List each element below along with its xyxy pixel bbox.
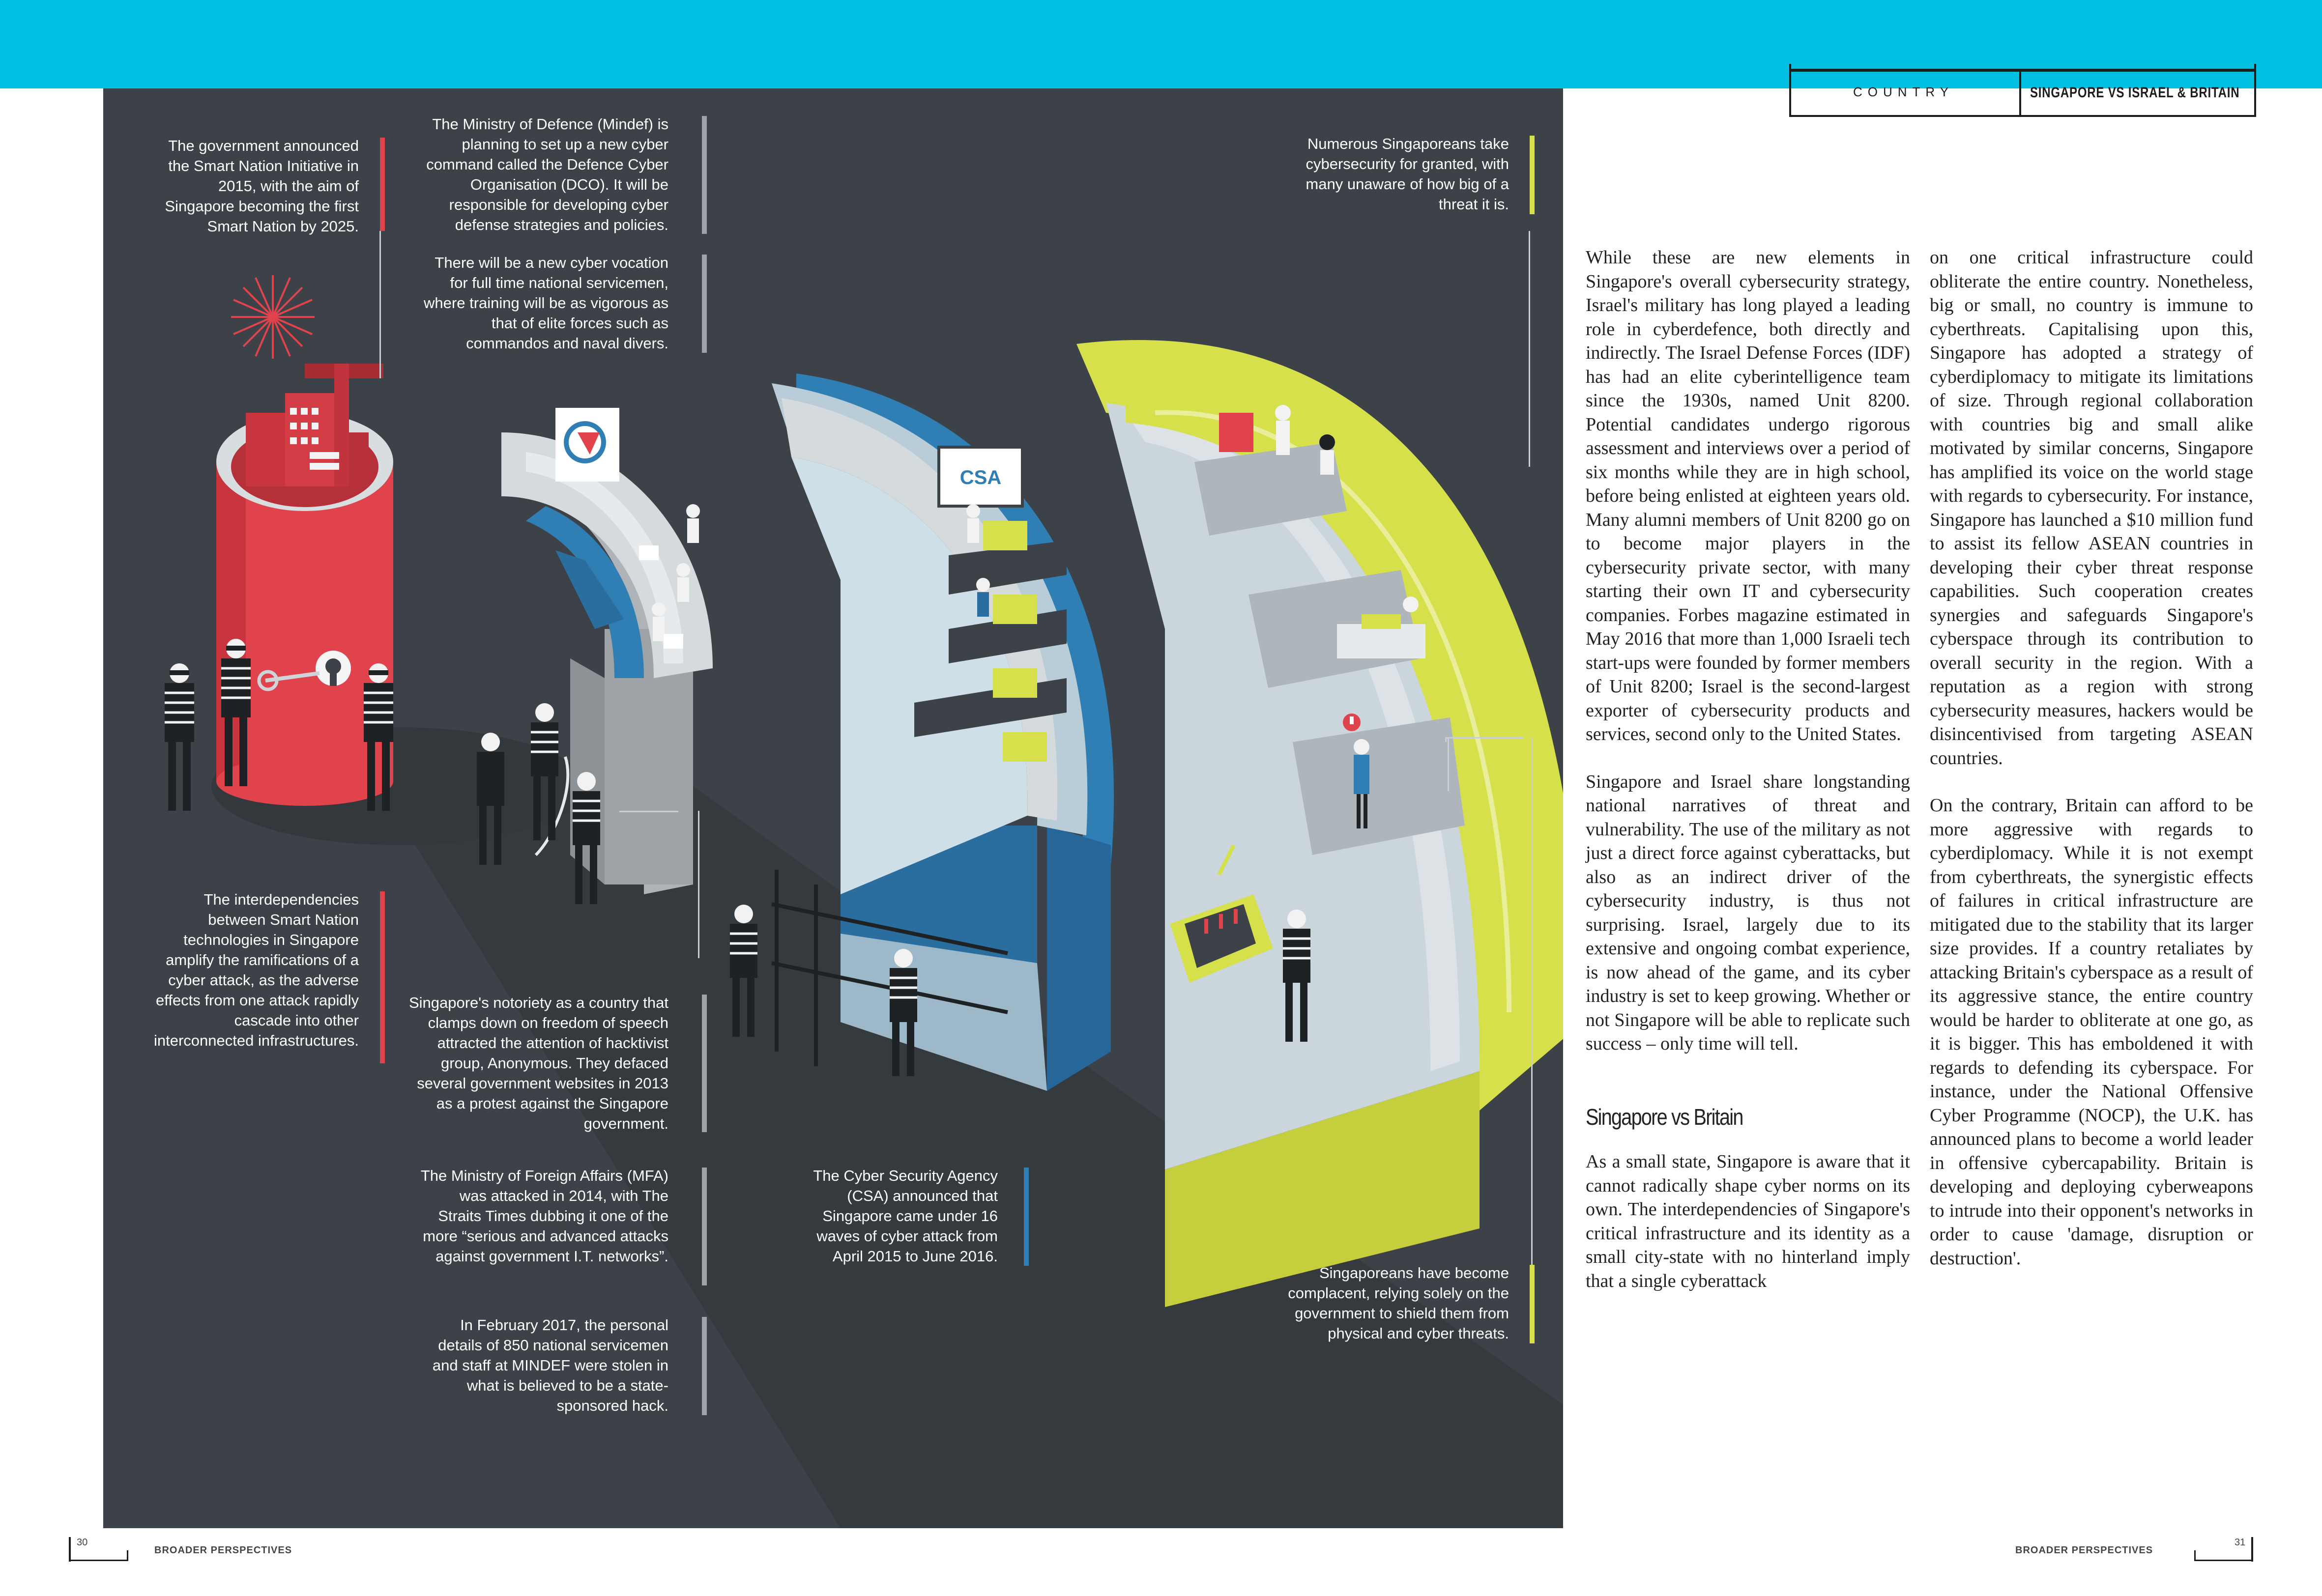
leader-line <box>1448 737 1449 791</box>
callout-bar <box>1530 136 1535 214</box>
footer-title-right: BROADER PERSPECTIVES <box>2015 1545 2153 1556</box>
blue-curved-block-csa: CSA <box>771 373 1114 1091</box>
leader-line <box>1531 737 1533 1317</box>
header-section-label: COUNTRY <box>1853 85 1954 99</box>
callout-granted: Numerous Singaporeans take cybersecurity… <box>1306 135 1509 213</box>
callout-complacent: Singaporeans have become complacent, rel… <box>1288 1264 1509 1342</box>
grey-curved-block-mindef <box>501 408 713 894</box>
callout-bar <box>1024 1168 1029 1266</box>
leader-line <box>1445 737 1447 742</box>
article-column-2: on one critical infrastructure could obl… <box>1930 246 2253 1294</box>
callout-bar <box>702 995 707 1132</box>
callout-bar <box>380 138 385 231</box>
section-heading: Singapore vs Britain <box>1586 1104 1743 1130</box>
article-paragraph: On the contrary, Britain can afford to b… <box>1930 795 2253 1269</box>
callout-bar <box>702 1317 707 1415</box>
firework-burst <box>231 275 315 359</box>
callout-bar <box>702 116 707 234</box>
infographic-illustration: CSA <box>165 275 1563 1528</box>
leader-line <box>1445 737 1524 739</box>
infographic-panel: CSA <box>103 88 1563 1528</box>
callout-notoriety: Singapore's notoriety as a country that … <box>408 994 668 1132</box>
callout-mindef-dco: The Ministry of Defence (Mindef) is plan… <box>426 115 668 233</box>
header-title: SINGAPORE VS ISRAEL & BRITAIN <box>2030 85 2240 101</box>
leader-line <box>1529 231 1530 467</box>
article-paragraph: Singapore and Israel share longstanding … <box>1586 771 1910 1054</box>
article-paragraph: on one critical infrastructure could obl… <box>1930 247 2253 769</box>
callout-csa: The Cyber Security Agency (CSA) announce… <box>813 1167 998 1265</box>
footer-title-left: BROADER PERSPECTIVES <box>154 1545 292 1556</box>
article-paragraph: While these are new elements in Singapor… <box>1586 247 1910 744</box>
callout-bar <box>380 891 385 1063</box>
article-column-1: While these are new elements in Singapor… <box>1586 246 1910 1080</box>
callout-mindef-hack: In February 2017, the personal details o… <box>432 1316 668 1414</box>
csa-screen-label: CSA <box>960 467 1001 488</box>
page-number-right: 31 <box>2235 1537 2246 1548</box>
leader-line <box>379 231 381 378</box>
callout-mfa: The Ministry of Foreign Affairs (MFA) wa… <box>420 1167 668 1265</box>
callout-interdependencies: The interdependencies between Smart Nati… <box>154 891 359 1049</box>
leader-line <box>698 811 699 958</box>
top-color-bar <box>0 0 2322 88</box>
callout-bar <box>702 255 707 353</box>
callout-bar <box>1530 1265 1535 1343</box>
article-paragraph: As a small state, Singapore is aware tha… <box>1586 1151 1910 1291</box>
callout-bar <box>702 1168 707 1285</box>
page-number-left: 30 <box>77 1537 88 1548</box>
leader-line <box>619 811 678 812</box>
callout-smart-nation: The government announced the Smart Natio… <box>165 137 359 235</box>
lime-curved-block-citizens <box>1076 340 1563 1307</box>
hacker-figures <box>165 639 1310 1076</box>
article-column-1-continued: As a small state, Singapore is aware tha… <box>1586 1150 1910 1316</box>
callout-cyber-vocation: There will be a new cyber vocation for f… <box>424 254 668 352</box>
